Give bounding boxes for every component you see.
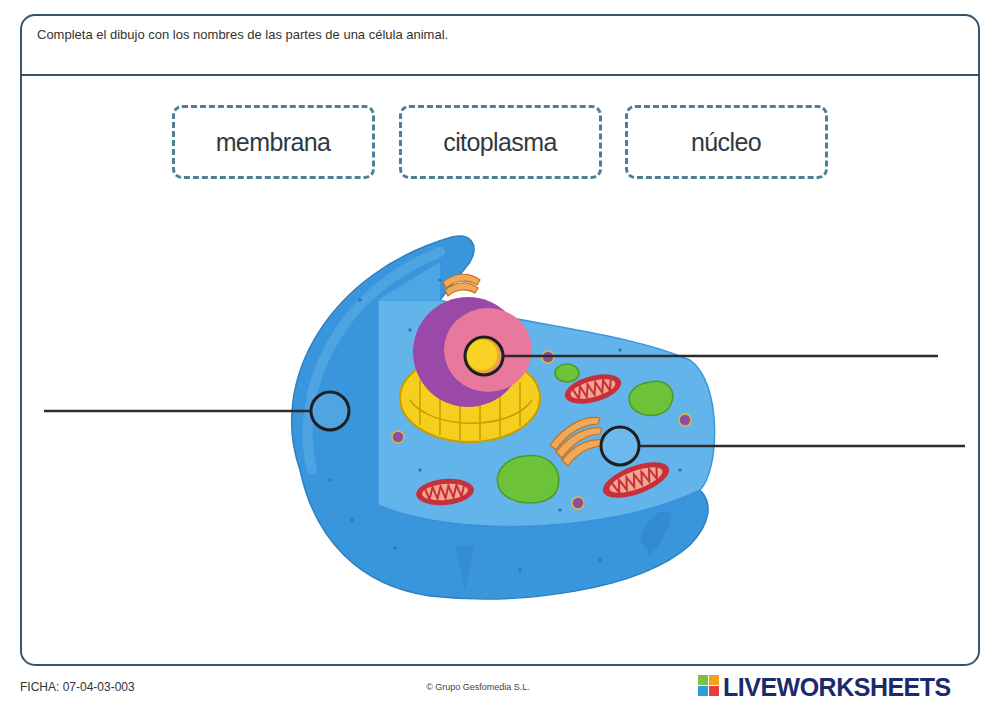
answer-leaders — [44, 337, 965, 465]
logo-square — [698, 686, 708, 696]
ribosome-dot — [678, 468, 682, 472]
shell-fold — [640, 512, 672, 555]
mitochondrion-body — [415, 477, 475, 508]
pointer-circle — [465, 337, 503, 375]
lysosome — [572, 497, 584, 509]
mitochondrion — [415, 477, 475, 508]
logo-square — [709, 675, 719, 685]
logo-square — [698, 675, 708, 685]
golgi — [443, 274, 603, 466]
ribosome-dot — [558, 508, 562, 512]
sheet-code: FICHA: 07-04-03-003 — [20, 680, 135, 694]
answer-line — [639, 445, 965, 448]
ribosome-dot — [518, 568, 522, 572]
ribosome-dot — [350, 518, 354, 522]
lysosomes — [392, 351, 691, 509]
word-label: membrana — [216, 128, 331, 157]
vacuole — [498, 456, 559, 504]
worksheet-title: Completa el dibujo con los nombres de la… — [37, 27, 448, 42]
sheet-frame — [21, 15, 979, 665]
word-box: membrana — [172, 105, 375, 179]
answer-line — [503, 355, 938, 358]
shell-fold — [455, 545, 475, 590]
cell-dots — [328, 278, 682, 572]
ribosome-dot — [408, 328, 412, 332]
brand-logo — [698, 675, 719, 696]
ribosome-dot — [618, 348, 622, 352]
mitochondrion-inner — [421, 482, 468, 502]
word-label: citoplasma — [443, 128, 557, 157]
ribosome-dot — [598, 558, 602, 562]
nucleus — [400, 297, 540, 442]
answer-line — [44, 410, 311, 413]
vacuoles — [498, 364, 673, 503]
copyright-note: © Grupo Gesfomedia S.L. — [426, 682, 530, 692]
ribosome-dot — [393, 546, 397, 550]
watermark: LIVEWORKSHEETS — [723, 673, 951, 702]
pointer-circle — [601, 427, 639, 465]
word-box: citoplasma — [399, 105, 602, 179]
golgi-sac — [562, 440, 603, 466]
ribosome-dot — [438, 278, 442, 282]
cut-wall — [378, 262, 440, 300]
mitochondrion-inner — [607, 462, 666, 498]
mitochondrion-cristae — [611, 466, 660, 494]
lysosome — [679, 414, 691, 426]
ribosome-dot — [328, 478, 332, 482]
mitochondria — [415, 369, 674, 508]
vacuole — [555, 364, 579, 382]
ribosome-dot — [358, 298, 362, 302]
header-rule — [21, 74, 979, 76]
animal-cell — [292, 236, 715, 599]
word-box: núcleo — [625, 105, 828, 179]
logo-square — [709, 686, 719, 696]
mitochondrion-cristae — [425, 484, 466, 499]
pointer-circle — [311, 392, 349, 430]
ribosome-dot — [418, 468, 422, 472]
lysosome — [392, 431, 404, 443]
word-label: núcleo — [691, 128, 761, 157]
vacuole — [629, 381, 673, 415]
nucleoplasm — [444, 308, 532, 392]
golgi-sac — [445, 283, 478, 296]
mitochondrion-cristae — [572, 378, 614, 400]
